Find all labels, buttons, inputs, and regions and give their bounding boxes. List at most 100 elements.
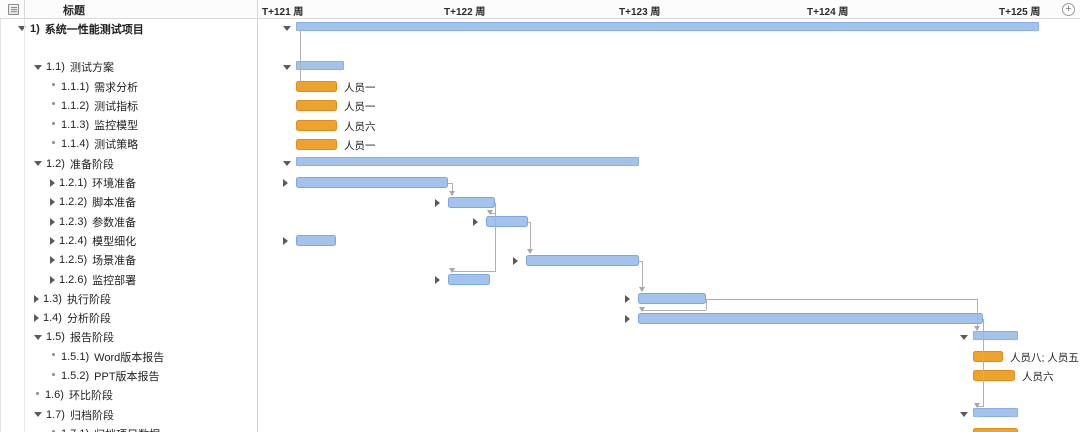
task-name[interactable]: 归档阶段 — [69, 409, 114, 422]
row-expand-icon[interactable] — [625, 295, 630, 304]
task-row-blank[interactable] — [0, 38, 257, 57]
row-collapse-icon[interactable] — [960, 334, 968, 340]
task-row[interactable]: 1.6)环比阶段 — [0, 386, 257, 405]
task-row[interactable]: 1.1.2) 测试指标 — [0, 96, 257, 115]
task-name[interactable]: 归档项目数据 — [94, 426, 160, 432]
task-name[interactable]: 场景准备 — [92, 255, 137, 268]
task-row[interactable]: 1.1.4)测试策略 — [0, 135, 257, 154]
chevron-down-icon[interactable] — [34, 64, 42, 70]
task-bar[interactable] — [448, 273, 490, 285]
row-collapse-icon[interactable] — [283, 161, 291, 167]
task-bar[interactable] — [486, 216, 528, 227]
chevron-right-icon[interactable] — [50, 198, 55, 207]
chevron-right-icon[interactable] — [50, 256, 55, 265]
task-name[interactable]: 测试方案 — [69, 62, 114, 75]
row-expand-icon[interactable] — [283, 237, 288, 246]
resource-bar[interactable] — [973, 370, 1015, 382]
resource-bar[interactable] — [973, 428, 1018, 432]
task-name[interactable]: 监控部署 — [92, 274, 137, 287]
resource-bar[interactable] — [296, 138, 337, 150]
task-name[interactable]: 测试指标 — [94, 100, 139, 113]
chevron-right-icon[interactable] — [50, 275, 55, 284]
task-row[interactable]: 1.4)分析阶段 — [0, 309, 257, 328]
task-name[interactable]: 监控模型 — [94, 120, 139, 133]
row-expand-icon[interactable] — [435, 275, 440, 284]
chevron-down-icon[interactable] — [34, 161, 42, 167]
resource-bar[interactable] — [296, 80, 337, 92]
task-row[interactable]: 1)系统一性能测试项目 — [0, 19, 257, 38]
gantt-row — [258, 328, 1080, 347]
task-name[interactable]: 系统一性能测试项目 — [44, 23, 144, 36]
task-row[interactable]: 1.1.1)需求分析 — [0, 77, 257, 96]
task-bar[interactable] — [638, 293, 706, 305]
task-name[interactable]: 需求分析 — [94, 81, 139, 94]
resource-bar[interactable] — [296, 100, 337, 112]
task-row[interactable]: 1.7)归档阶段 — [0, 405, 257, 424]
column-header-title[interactable]: 标题 — [63, 5, 85, 17]
task-name[interactable]: 报告阶段 — [69, 332, 114, 345]
chevron-down-icon[interactable] — [34, 334, 42, 340]
task-name[interactable]: Word版本报告 — [94, 351, 165, 364]
row-collapse-icon[interactable] — [283, 64, 291, 70]
summary-bar[interactable] — [973, 408, 1018, 417]
summary-bar[interactable] — [296, 60, 344, 70]
task-name[interactable]: 执行阶段 — [66, 293, 111, 306]
task-name[interactable]: 测试策略 — [94, 139, 139, 152]
task-name[interactable]: PPT版本报告 — [94, 371, 160, 384]
task-row[interactable]: 1.2.6)监控部署 — [0, 270, 257, 289]
task-row[interactable]: 1.2)准备阶段 — [0, 154, 257, 173]
bullet-icon — [52, 140, 55, 144]
task-name[interactable]: 参数准备 — [92, 216, 137, 229]
task-row[interactable]: 1.7.1)归档项目数据 — [0, 424, 257, 432]
task-name[interactable]: 环境准备 — [92, 178, 137, 191]
resource-bar[interactable] — [296, 119, 337, 131]
dependency-link-v — [706, 299, 707, 311]
summary-bar[interactable] — [296, 157, 639, 167]
summary-bar[interactable] — [296, 22, 1039, 31]
chevron-down-icon[interactable] — [34, 412, 42, 418]
task-name[interactable]: 环比阶段 — [68, 390, 113, 403]
task-row[interactable]: 1.2.1)环境准备 — [0, 173, 257, 192]
task-bar[interactable] — [526, 254, 639, 266]
row-collapse-icon[interactable] — [960, 412, 968, 417]
task-row[interactable]: 1.5.1)Word版本报告 — [0, 347, 257, 366]
task-bar[interactable] — [296, 177, 448, 189]
row-expand-icon[interactable] — [283, 179, 288, 188]
row-expand-icon[interactable] — [473, 218, 478, 226]
task-bar[interactable] — [638, 312, 983, 324]
task-row[interactable]: 1.2.3)参数准备 — [0, 212, 257, 231]
task-name[interactable]: 脚本准备 — [92, 197, 137, 210]
task-name[interactable]: 准备阶段 — [69, 158, 114, 171]
row-expand-icon[interactable] — [625, 314, 630, 323]
chevron-right-icon[interactable] — [50, 236, 55, 245]
task-bar[interactable] — [448, 196, 495, 208]
resource-bar[interactable] — [973, 351, 1003, 363]
chevron-right-icon[interactable] — [34, 294, 39, 303]
task-row[interactable]: 1.1)测试方案 — [0, 58, 257, 77]
task-wbs-id: 1.1.2) — [61, 99, 90, 112]
chevron-right-icon[interactable] — [50, 217, 55, 226]
task-name[interactable]: 分析阶段 — [66, 313, 111, 326]
task-row[interactable]: 1.5.2)PPT版本报告 — [0, 366, 257, 385]
row-expand-icon[interactable] — [435, 198, 440, 207]
gantt-row — [258, 173, 1080, 192]
chevron-down-icon[interactable] — [18, 26, 26, 32]
chevron-right-icon[interactable] — [50, 179, 55, 188]
chevron-right-icon[interactable] — [34, 314, 39, 323]
row-expand-icon[interactable] — [513, 256, 518, 265]
task-row[interactable]: 1.2.4)模型细化 — [0, 231, 257, 250]
summary-bar[interactable] — [973, 330, 1018, 340]
resource-label: 人员八; 人员五 — [1010, 352, 1079, 365]
table-icon[interactable] — [8, 4, 19, 15]
row-collapse-icon[interactable] — [283, 26, 291, 31]
add-circle-icon[interactable]: + — [1062, 3, 1075, 16]
task-row[interactable]: 1.5)报告阶段 — [0, 328, 257, 347]
task-row[interactable]: 1.3)执行阶段 — [0, 289, 257, 308]
task-bar[interactable] — [296, 235, 336, 247]
task-row[interactable]: 1.2.5)场景准备 — [0, 251, 257, 270]
task-row[interactable]: 1.1.3)监控模型 — [0, 116, 257, 135]
task-name[interactable]: 模型细化 — [92, 235, 137, 248]
task-row[interactable]: 1.2.2)脚本准备 — [0, 193, 257, 212]
